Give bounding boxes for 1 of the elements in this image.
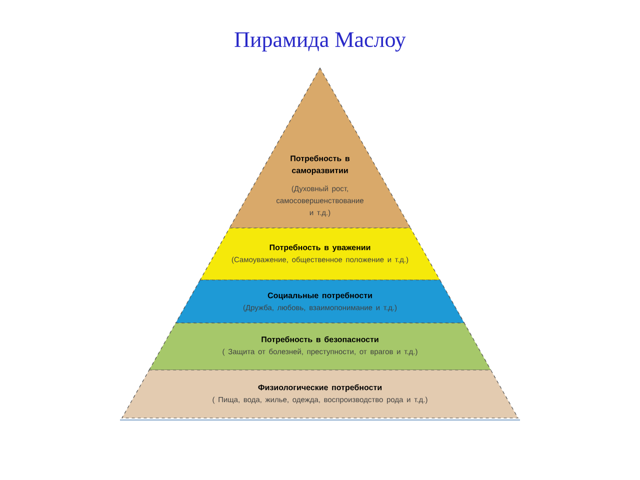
title: Пирамида Маслоу [234,32,406,52]
